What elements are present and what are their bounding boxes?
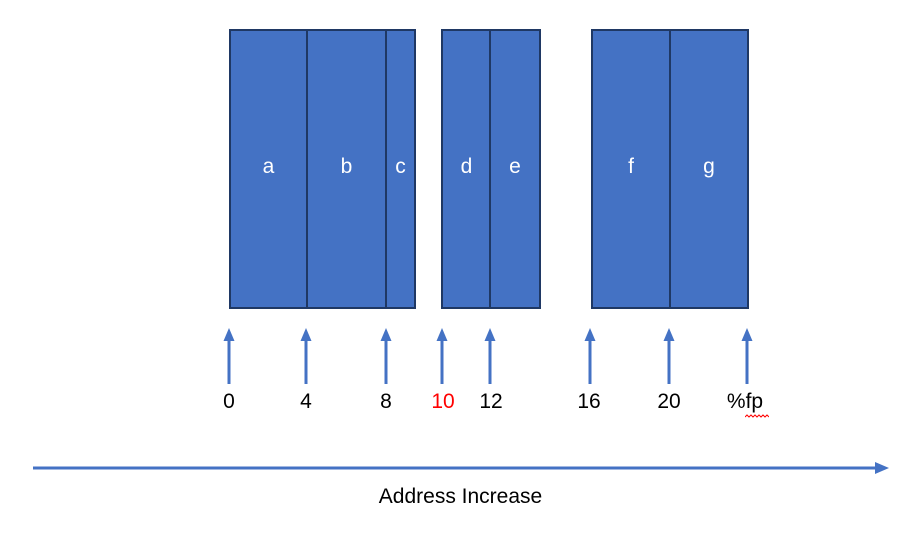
tick-label-10-text: 10 <box>431 390 455 413</box>
tick-label-4-text: 4 <box>300 390 312 413</box>
cell-b: b <box>306 29 387 309</box>
tick-label-12: 12 <box>461 390 521 414</box>
address-arrow-8 <box>380 328 392 384</box>
tick-label-fp-text: %fp <box>726 390 764 413</box>
tick-label-20-text: 20 <box>657 390 681 413</box>
address-arrow-16 <box>584 328 596 384</box>
tick-label-16: 16 <box>559 390 619 414</box>
cell-g: g <box>669 29 749 309</box>
address-arrow-fp <box>741 328 753 384</box>
tick-label-20: 20 <box>639 390 699 414</box>
tick-label-0-text: 0 <box>223 390 235 413</box>
cell-c: c <box>385 29 416 309</box>
tick-label-fp: %fp <box>715 390 775 418</box>
tick-label-4: 4 <box>276 390 336 414</box>
address-increase-arrow <box>33 462 889 474</box>
cell-e: e <box>489 29 541 309</box>
cell-a-label: a <box>262 155 275 178</box>
cell-e-label: e <box>509 155 521 178</box>
address-arrow-4 <box>300 328 312 384</box>
address-arrow-20 <box>663 328 675 384</box>
cell-g-label: g <box>703 155 715 178</box>
cell-f-label: f <box>628 155 634 178</box>
cell-b-label: b <box>340 155 353 178</box>
axis-label: Address Increase <box>378 485 543 508</box>
cell-f: f <box>591 29 671 309</box>
tick-label-12-text: 12 <box>479 390 503 413</box>
address-arrow-12 <box>484 328 496 384</box>
cell-d-label: d <box>460 155 473 178</box>
tick-label-10: 10 <box>413 390 473 414</box>
address-arrow-0 <box>223 328 235 384</box>
tick-label-8-text: 8 <box>380 390 392 413</box>
cell-c-label: c <box>395 155 406 178</box>
cell-a: a <box>229 29 308 309</box>
tick-label-0: 0 <box>199 390 259 414</box>
tick-label-fp-wrap: %fp <box>726 390 769 418</box>
tick-label-16-text: 16 <box>577 390 601 413</box>
spellcheck-underline <box>744 414 769 418</box>
tick-label-8: 8 <box>356 390 416 414</box>
address-arrow-10 <box>436 328 448 384</box>
